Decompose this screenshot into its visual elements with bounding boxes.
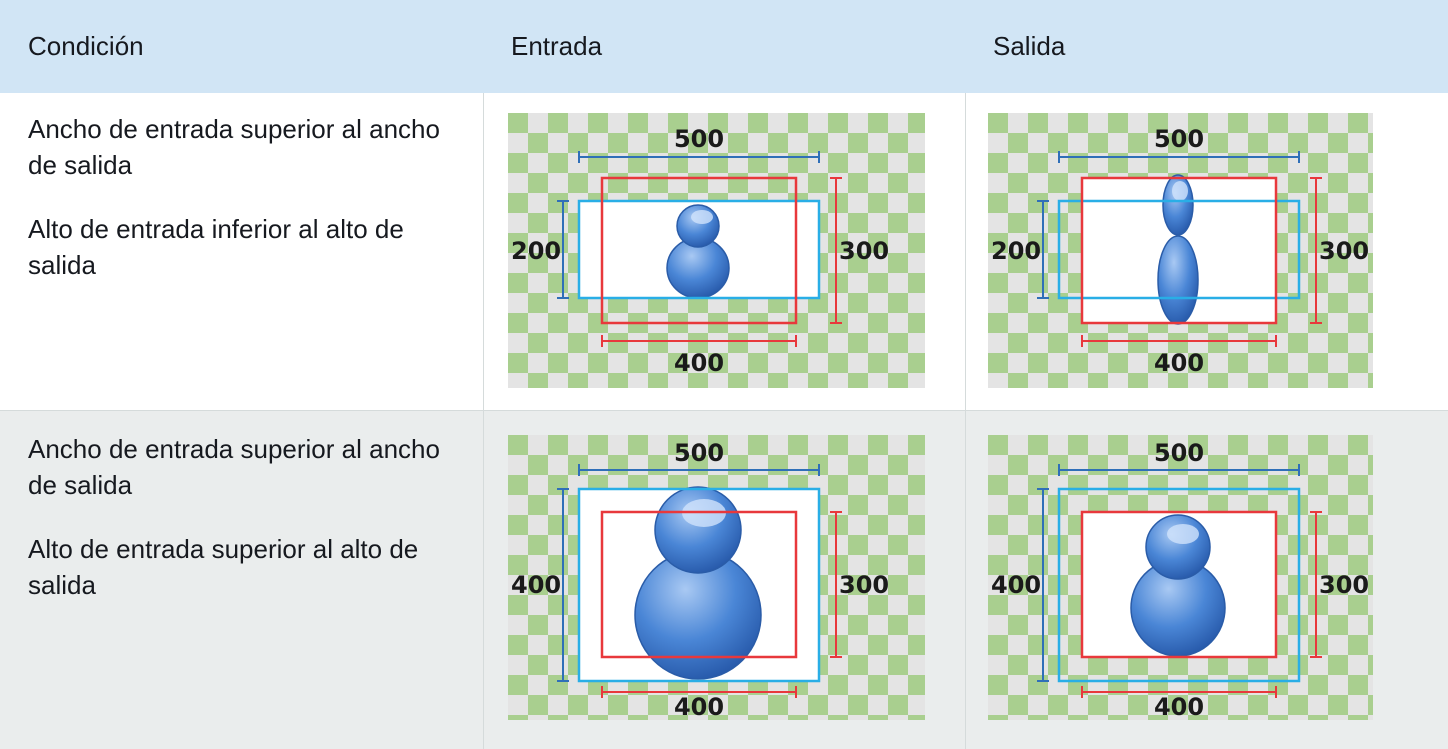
- output-width-label: 400: [674, 693, 724, 720]
- output-width-dimension: [1081, 335, 1277, 347]
- header-cell-output: Salida: [965, 0, 1448, 93]
- output-height-label: 300: [1319, 571, 1369, 599]
- output-cell: 500 400 300 400: [965, 411, 1448, 749]
- input-figure: 500 400 300 400: [508, 435, 925, 720]
- condition-cell: Ancho de entrada superior al ancho de sa…: [0, 93, 483, 410]
- input-cell: 500 400 300 400: [483, 411, 965, 749]
- input-frame: [577, 487, 821, 683]
- header-cell-input: Entrada: [483, 0, 965, 93]
- table-row: Ancho de entrada superior al ancho de sa…: [0, 411, 1448, 749]
- input-frame: [1057, 199, 1301, 300]
- input-height-dimension: [557, 488, 569, 682]
- output-cell: 500 200 300 400: [965, 93, 1448, 410]
- input-height-dimension: [1037, 200, 1049, 299]
- input-frame: [577, 199, 821, 300]
- user-icon-scaled: [1130, 514, 1226, 657]
- input-figure: 500 200 300 400: [508, 113, 925, 388]
- output-height-dimension: [1310, 511, 1322, 658]
- input-width-dimension: [1058, 464, 1300, 476]
- condition-cell: Ancho de entrada superior al ancho de sa…: [0, 411, 483, 749]
- input-width-label: 500: [674, 125, 724, 153]
- condition-text: Ancho de entrada superior al ancho de sa…: [28, 431, 468, 603]
- table-row: Ancho de entrada superior al ancho de sa…: [0, 93, 1448, 411]
- output-height-label: 300: [839, 571, 889, 599]
- output-height-dimension: [830, 177, 842, 324]
- input-height-dimension: [1037, 488, 1049, 682]
- input-width-dimension: [578, 151, 820, 163]
- input-height-label: 400: [991, 571, 1041, 599]
- input-width-label: 500: [1154, 439, 1204, 467]
- output-height-dimension: [830, 511, 842, 658]
- output-width-dimension: [601, 335, 797, 347]
- output-figure: 500 400 300 400: [988, 435, 1373, 720]
- output-frame: [1080, 176, 1278, 325]
- input-width-label: 500: [1154, 125, 1204, 153]
- output-height-label: 300: [839, 237, 889, 265]
- column-header: Salida: [993, 31, 1066, 61]
- output-width-dimension: [601, 686, 797, 698]
- user-icon-stretched: [1157, 174, 1199, 325]
- output-figure: 500 200 300 400: [988, 113, 1373, 388]
- input-height-label: 200: [991, 237, 1041, 265]
- input-width-dimension: [1058, 151, 1300, 163]
- output-height-label: 300: [1319, 237, 1369, 265]
- output-width-label: 400: [1154, 693, 1204, 720]
- input-height-dimension: [557, 200, 569, 299]
- input-frame: [1057, 487, 1301, 683]
- input-cell: 500 200 300 400: [483, 93, 965, 410]
- condition-line: Ancho de entrada superior al ancho de sa…: [28, 114, 440, 180]
- header-cell-condition: Condición: [0, 0, 483, 93]
- output-frame: [600, 510, 798, 659]
- output-width-dimension: [1081, 686, 1277, 698]
- condition-line: Ancho de entrada superior al ancho de sa…: [28, 434, 440, 500]
- input-width-dimension: [578, 464, 820, 476]
- output-height-dimension: [1310, 177, 1322, 324]
- input-height-label: 400: [511, 571, 561, 599]
- output-frame: [600, 176, 798, 325]
- condition-text: Ancho de entrada superior al ancho de sa…: [28, 111, 468, 283]
- condition-line: Alto de entrada inferior al alto de sali…: [28, 214, 404, 280]
- output-frame: [1080, 510, 1278, 659]
- table-header-row: Condición Entrada Salida: [0, 0, 1448, 93]
- input-height-label: 200: [511, 237, 561, 265]
- condition-line: Alto de entrada superior al alto de sali…: [28, 534, 419, 600]
- user-icon: [666, 204, 730, 299]
- input-width-label: 500: [674, 439, 724, 467]
- output-width-label: 400: [1154, 349, 1204, 377]
- column-header: Condición: [28, 31, 144, 61]
- output-width-label: 400: [674, 349, 724, 377]
- column-header: Entrada: [511, 31, 603, 61]
